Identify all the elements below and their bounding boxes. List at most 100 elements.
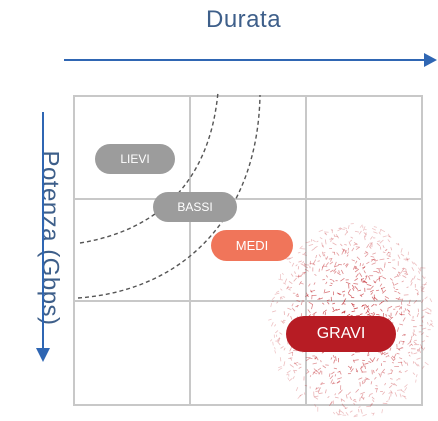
scatter-dash [304,268,309,272]
scatter-dash [398,305,402,310]
scatter-dash [383,264,386,268]
scatter-dash [291,303,294,307]
scatter-dash [345,263,348,267]
scatter-dash [373,370,375,374]
scatter-dash [411,267,415,271]
scatter-dash [398,272,401,276]
scatter-dash [279,357,282,362]
scatter-dash [293,361,299,365]
scatter-dash [272,310,277,313]
scatter-dash [321,263,325,268]
scatter-dash [324,232,328,235]
scatter-dash [309,374,312,378]
scatter-dash [400,301,403,305]
scatter-dash [398,346,403,350]
scatter-dash [306,369,309,373]
scatter-dash [388,392,391,394]
scatter-dash [332,381,335,385]
scatter-dash [347,391,351,396]
scatter-dash [293,369,296,374]
scatter-dash [376,289,380,292]
scatter-dash [316,240,319,243]
scatter-dash [413,341,417,345]
category-pill-lievi: LIEVI [95,144,175,174]
scatter-dash [302,253,307,256]
scatter-dash [403,395,407,400]
scatter-dash [415,379,417,383]
scatter-dash [354,285,359,290]
scatter-dash [341,228,345,230]
scatter-dash [293,277,297,282]
scatter-dash [417,291,419,296]
scatter-dash [386,251,390,256]
scatter-dash [339,389,343,393]
scatter-dash [286,286,290,289]
scatter-dash [403,267,407,270]
scatter-dash [399,371,402,373]
scatter-dash [315,369,320,374]
scatter-dash [286,285,289,290]
scatter-dash [296,299,301,302]
scatter-dash [379,374,381,378]
scatter-dash [367,307,370,311]
scatter-dash [360,293,365,296]
scatter-dash [405,273,409,276]
scatter-dash [407,341,412,345]
scatter-dash [372,412,375,416]
scatter-dash [304,265,309,269]
scatter-dash [314,273,317,276]
scatter-dash [352,265,356,270]
scatter-dash [408,354,411,357]
scatter-dash [280,288,283,291]
scatter-dash [314,404,317,408]
scatter-dash [334,374,337,377]
scatter-dash [364,253,369,258]
scatter-dash [275,290,280,293]
scatter-dash [317,260,320,262]
scatter-dash [323,289,326,294]
scatter-dash [338,391,341,395]
scatter-dash [402,317,406,322]
scatter-dash [351,353,355,356]
scatter-dash [283,282,287,285]
scatter-dash [295,305,299,308]
scatter-dash [394,392,398,397]
scatter-dash [277,341,281,346]
scatter-dash [382,251,386,254]
scatter-dash [303,392,306,395]
scatter-dash [326,256,329,260]
scatter-dash [359,224,363,228]
scatter-dash [370,289,374,293]
scatter-dash [369,403,373,407]
scatter-dash [325,262,329,266]
scatter-dash [389,378,393,380]
scatter-dash [362,414,367,417]
scatter-dash [421,316,424,319]
scatter-dash [330,400,333,405]
scatter-dash [321,251,324,257]
scatter-dash [406,362,409,366]
scatter-dash [377,240,381,242]
scatter-dash [363,378,369,381]
scatter-dash [371,396,375,400]
scatter-dash [384,298,388,302]
scatter-dash [421,327,427,330]
scatter-dash [364,252,368,254]
scatter-dash [299,245,303,249]
scatter-dash [397,291,401,295]
scatter-dash [393,286,395,289]
scatter-dash [390,356,394,361]
scatter-dash [366,405,371,408]
scatter-dash [363,380,366,384]
scatter-dash [332,354,335,359]
grid [73,95,423,406]
scatter-dash [399,393,402,398]
scatter-dash [405,270,408,275]
scatter-dash [337,228,343,232]
scatter-dash [304,262,306,266]
scatter-dash [421,340,426,343]
scatter-dash [312,239,316,243]
scatter-dash [288,281,293,285]
scatter-dash [321,381,323,385]
scatter-dash [332,307,335,311]
